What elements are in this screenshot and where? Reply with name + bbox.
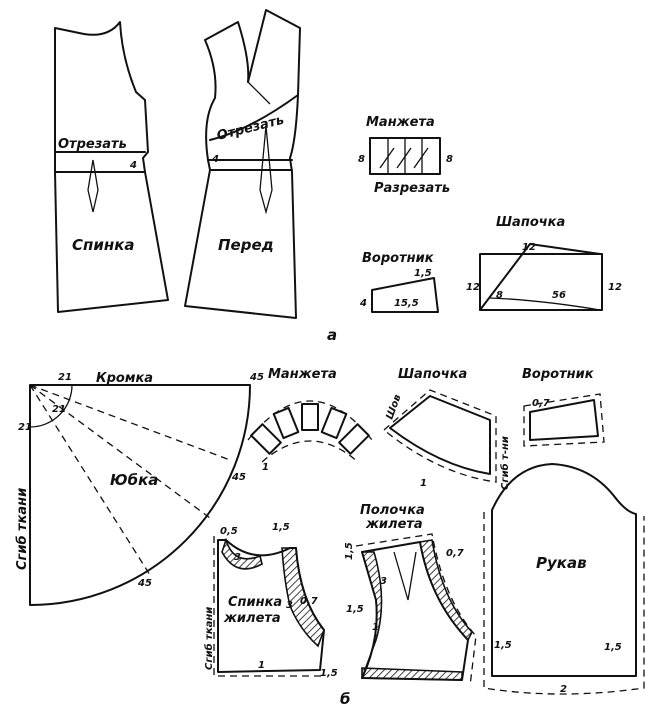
skirt-label: Юбка [110,471,158,489]
back-cut-label: Отрезать [58,137,127,152]
sleeve-15-right: 1,5 [604,642,622,653]
back-label: Спинка [72,236,135,254]
skirt-n21-inner: 21 [52,404,66,415]
top-cap-12-top: 12 [522,242,536,253]
vest-back-1: 1 [258,660,265,671]
vest-back-title-2: жилета [223,611,281,626]
top-cap-56: 56 [552,290,566,301]
vest-front-pattern: Полочка жилета 1,5 1,5 0,7 3 1 [344,503,477,687]
part-letter-b: б [340,690,350,708]
top-cap-pattern: Шапочка 12 12 12 8 56 [466,215,622,311]
part-letter-a: а [327,326,337,344]
back-num-4: 4 [129,160,137,171]
vest-front-15a: 1,5 [344,542,355,560]
sleeve-2: 2 [560,684,567,695]
vest-front-title-2: жилета [365,517,423,532]
vest-front-15b: 1,5 [346,604,364,615]
top-cuff-8-left: 8 [358,154,365,165]
bottom-cuff-1: 1 [262,462,269,473]
skirt-pattern: 21 21 21 Кромка 45 45 45 Юбка Сгиб ткани [15,371,264,606]
vest-back-3b: 3 [286,600,293,611]
vest-front-1: 1 [372,622,379,633]
sleeve-pattern: Рукав 1,5 1,5 2 [483,463,645,695]
skirt-n45-top: 45 [249,372,264,383]
skirt-n21-top: 21 [58,372,72,383]
vest-front-title-1: Полочка [360,503,425,518]
top-cap-12-right: 12 [608,282,622,293]
skirt-n21-left: 21 [18,422,32,433]
bottom-cap-title: Шапочка [398,367,467,382]
skirt-fold-label: Сгиб ткани [15,488,30,570]
front-label: Перед [218,236,274,254]
top-collar-title: Воротник [362,251,435,266]
bottom-cap-seam: Шов [384,393,403,421]
vest-back-05: 0,5 [220,526,238,537]
vest-back-15-bottom: 1,5 [320,668,338,679]
top-cuff-pattern: Манжета 8 8 Разрезать [358,115,453,196]
skirt-edge-label: Кромка [96,371,153,386]
front-cut-label: Отрезать [215,113,285,144]
sleeve-label: Рукав [536,554,587,572]
skirt-n45-mid: 45 [231,472,246,483]
vest-back-title-1: Спинка [228,595,282,610]
top-cap-12-left: 12 [466,282,480,293]
vest-back-pattern: 0,5 1,5 3 3 0,7 1,5 1 Спинка жилета Сгиб… [203,522,338,679]
top-collar-4: 4 [359,298,367,309]
top-collar-15: 1,5 [414,268,432,279]
top-cap-8: 8 [496,290,503,301]
bottom-cuff-pattern: Манжета 1 [247,367,373,473]
vest-front-3: 3 [380,576,387,587]
front-num-4: 4 [211,154,219,165]
skirt-n45-bottom: 45 [137,578,152,589]
front-bodice-pattern: Отрезать 4 Перед [184,9,301,319]
vest-back-3a: 3 [234,552,241,563]
top-cuff-slit-label: Разрезать [374,181,450,196]
top-collar-pattern: Воротник 1,5 15,5 4 [359,251,439,313]
top-cuff-title: Манжета [366,115,435,130]
bottom-cap-pattern: Шапочка Шов Сгиб т-ни 1 [382,367,511,490]
bottom-collar-title: Воротник [522,367,595,382]
bottom-collar-pattern: Воротник 0,7 [522,367,605,447]
top-collar-155: 15,5 [394,298,419,309]
back-bodice-pattern: Отрезать 4 Спинка [54,21,169,313]
vest-back-07: 0,7 [300,596,318,607]
bottom-collar-07: 0,7 [532,398,550,409]
vest-front-07: 0,7 [446,548,464,559]
top-cap-title: Шапочка [496,215,565,230]
vest-back-15-top: 1,5 [272,522,290,533]
bottom-cap-fold: Сгиб т-ни [499,436,511,490]
top-cuff-8-right: 8 [446,154,453,165]
bottom-cuff-title: Манжета [268,367,337,382]
sleeve-15-left: 1,5 [494,640,512,651]
vest-back-fold: Сгиб ткани [203,607,215,670]
bottom-cap-1: 1 [420,478,427,489]
